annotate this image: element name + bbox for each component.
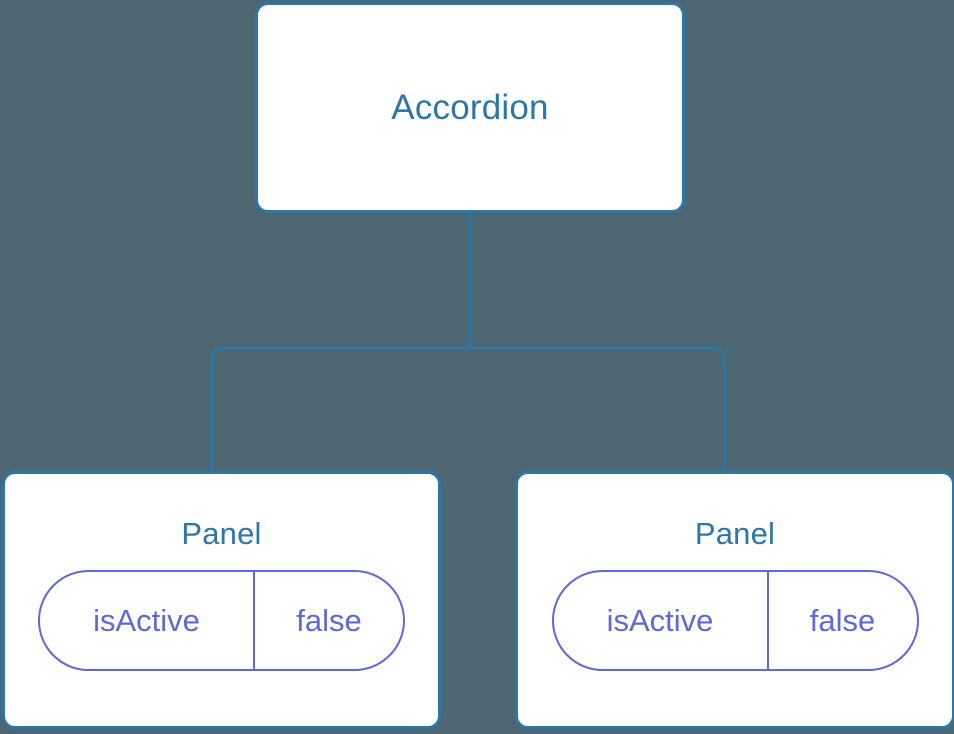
state-value: false bbox=[253, 572, 403, 669]
state-pill[interactable]: isActive false bbox=[551, 570, 919, 671]
state-key: isActive bbox=[606, 602, 714, 638]
tree-node-accordion[interactable]: Accordion bbox=[255, 2, 685, 213]
state-value: false bbox=[766, 572, 917, 669]
tree-node-panel-1[interactable]: Panel isActive false bbox=[2, 471, 441, 729]
node-title: Accordion bbox=[391, 87, 549, 127]
node-title: Panel bbox=[181, 516, 262, 551]
state-key: isActive bbox=[93, 602, 200, 638]
node-title: Panel bbox=[694, 516, 776, 551]
tree-node-panel-2[interactable]: Panel isActive false bbox=[515, 471, 954, 729]
edge-child-bus bbox=[210, 346, 727, 471]
state-pill[interactable]: isActive false bbox=[38, 570, 405, 671]
